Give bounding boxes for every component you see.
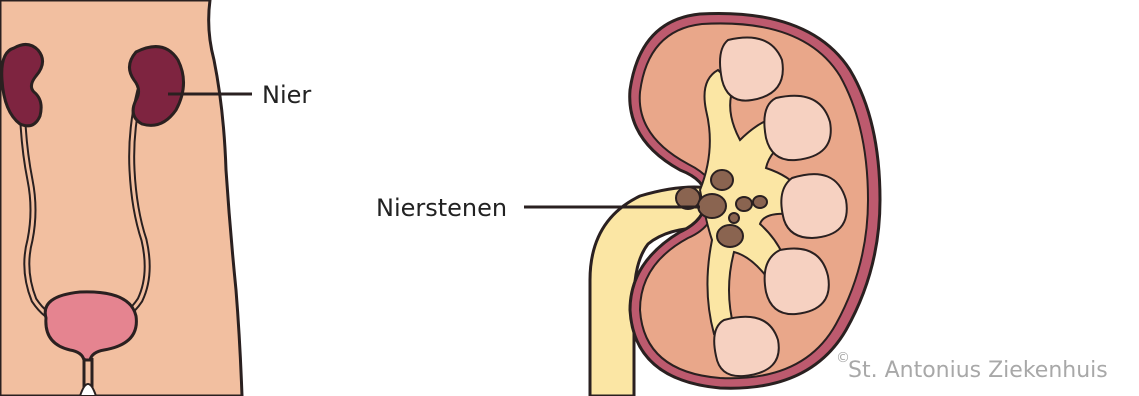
pyramid-4 <box>765 248 829 314</box>
kidney-stone <box>717 225 743 247</box>
kidney-stone <box>729 213 739 223</box>
torso-illustration <box>0 0 252 396</box>
pyramid-2 <box>764 96 830 160</box>
kidney-stone <box>698 194 726 218</box>
pyramid-3 <box>781 174 846 238</box>
kidney-stone <box>753 196 767 208</box>
kidney-stone <box>711 170 733 190</box>
pyramid-1 <box>720 38 783 101</box>
pyramid-5 <box>714 317 779 376</box>
kidney-stones-label: Nierstenen <box>376 194 507 222</box>
kidney-cross-section <box>524 13 880 396</box>
copyright-text: St. Antonius Ziekenhuis <box>848 358 1108 383</box>
kidney-label: Nier <box>262 81 311 109</box>
kidney-stone <box>736 197 752 211</box>
